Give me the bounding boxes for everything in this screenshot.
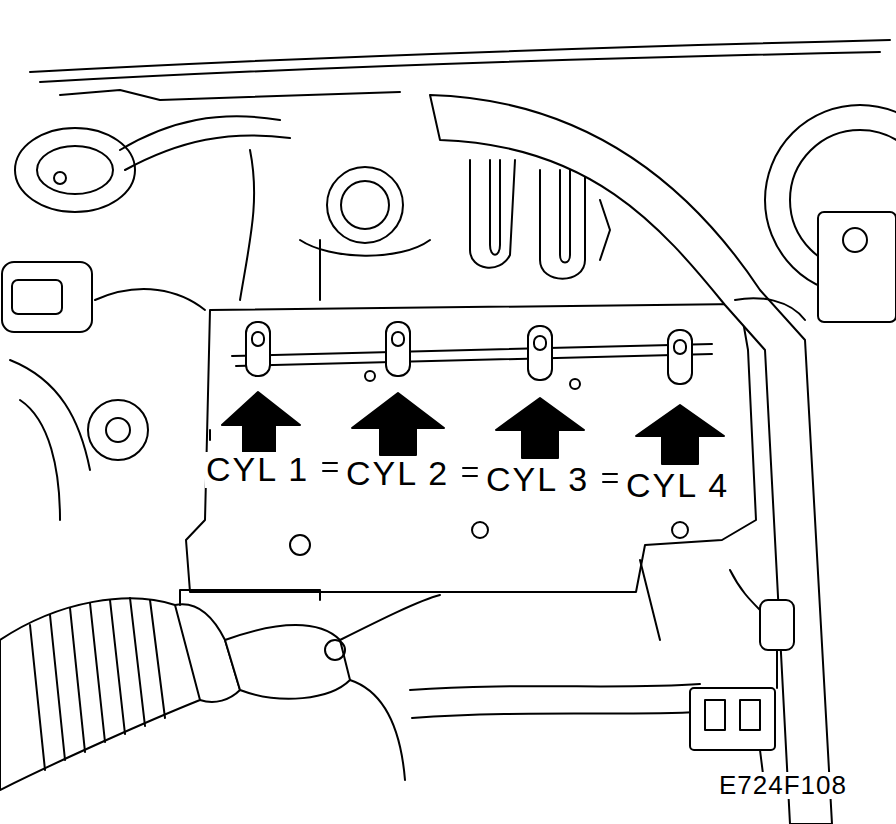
left-strut-tower: [120, 116, 280, 150]
right-brake-booster: [818, 212, 896, 322]
separator-mark: [603, 481, 617, 483]
cylinder-arrow: [352, 393, 444, 455]
left-strut-tower: [54, 172, 66, 184]
ignition-cassette: [392, 332, 404, 346]
air-intake-duct: [0, 598, 240, 790]
ignition-cassette: [186, 304, 756, 592]
left-components: [106, 418, 130, 442]
cylinder-arrow: [636, 405, 724, 464]
ignition-cassette: [570, 379, 580, 389]
sensor-connector: [690, 570, 794, 790]
sensor-connector: [740, 700, 760, 730]
ignition-cassette: [386, 322, 410, 376]
separator-mark: [463, 475, 477, 477]
ignition-cassette: [186, 304, 756, 592]
left-components: [2, 262, 92, 332]
throttle-pipe: [180, 590, 320, 605]
hood-edge: [30, 40, 890, 100]
left-strut-tower: [15, 128, 135, 212]
vacuum-pipes: [600, 200, 610, 260]
intake-hose: [735, 298, 805, 320]
left-components: [88, 400, 148, 460]
throttle-pipe: [325, 640, 345, 660]
ignition-cassette: [534, 336, 546, 350]
cylinder-label: CYL 3: [485, 462, 590, 498]
vacuum-pipes: [470, 160, 515, 268]
air-intake-duct: [50, 615, 65, 760]
ignition-cassette: [674, 340, 686, 354]
separator-mark: [463, 467, 477, 469]
left-strut-tower: [125, 135, 290, 170]
ignition-cassette: [232, 344, 712, 356]
cylinder-arrow: [222, 392, 300, 455]
ignition-cassette: [472, 522, 488, 538]
oil-filler-cap: [341, 181, 389, 229]
lower-hose: [412, 712, 700, 718]
ignition-cassette: [365, 371, 375, 381]
left-strut-tower: [15, 116, 290, 212]
air-intake-duct: [130, 598, 145, 726]
left-components: [95, 289, 205, 310]
separator-mark: [603, 473, 617, 475]
separator-mark: [323, 470, 337, 472]
ignition-cassette: [252, 332, 264, 346]
ignition-cassette: [528, 326, 552, 380]
separator-mark: [323, 462, 337, 464]
left-components: [10, 360, 90, 470]
left-components: [12, 280, 62, 314]
vacuum-pipes: [319, 240, 321, 300]
right-brake-booster: [765, 105, 896, 322]
lower-hose: [410, 560, 700, 718]
left-components: [2, 262, 205, 520]
ignition-cassette: [246, 322, 270, 376]
throttle-pipe: [350, 680, 405, 780]
air-intake-duct: [0, 598, 200, 790]
left-strut-tower: [37, 146, 113, 194]
air-intake-duct: [150, 600, 165, 718]
cylinder-label: CYL 1: [205, 452, 310, 488]
air-intake-duct: [70, 608, 85, 752]
vacuum-pipes: [560, 170, 570, 263]
cylinder-label: CYL 4: [625, 468, 730, 504]
sensor-connector: [776, 650, 778, 688]
air-intake-duct: [110, 600, 125, 734]
vacuum-pipes: [490, 160, 500, 255]
throttle-pipe: [180, 590, 440, 780]
sensor-connector: [730, 570, 760, 610]
sensor-connector: [705, 700, 725, 730]
vacuum-pipes: [240, 150, 610, 300]
sensor-connector: [760, 600, 794, 650]
left-components: [20, 400, 60, 520]
oil-filler-cap: [327, 167, 403, 243]
cylinder-arrow: [496, 398, 584, 458]
sensor-connector: [690, 688, 775, 750]
ignition-cassette: [290, 535, 310, 555]
ignition-cassette: [668, 330, 692, 384]
lower-hose: [410, 684, 700, 690]
throttle-pipe: [340, 595, 440, 640]
ignition-cassette: [209, 430, 211, 440]
right-brake-booster: [843, 228, 867, 252]
figure-code: E724F108: [718, 772, 848, 799]
hood-edge: [30, 40, 890, 72]
hood-edge: [60, 90, 400, 100]
ignition-cassette: [236, 354, 712, 366]
hood-edge: [40, 52, 880, 82]
air-intake-duct: [30, 625, 45, 770]
vacuum-pipes: [240, 150, 254, 300]
air-intake-duct: [90, 603, 105, 742]
cylinder-label: CYL 2: [345, 456, 450, 492]
throttle-pipe: [225, 625, 350, 699]
vacuum-pipes: [540, 170, 585, 279]
ignition-cassette: [672, 522, 688, 538]
lower-hose: [640, 560, 660, 640]
